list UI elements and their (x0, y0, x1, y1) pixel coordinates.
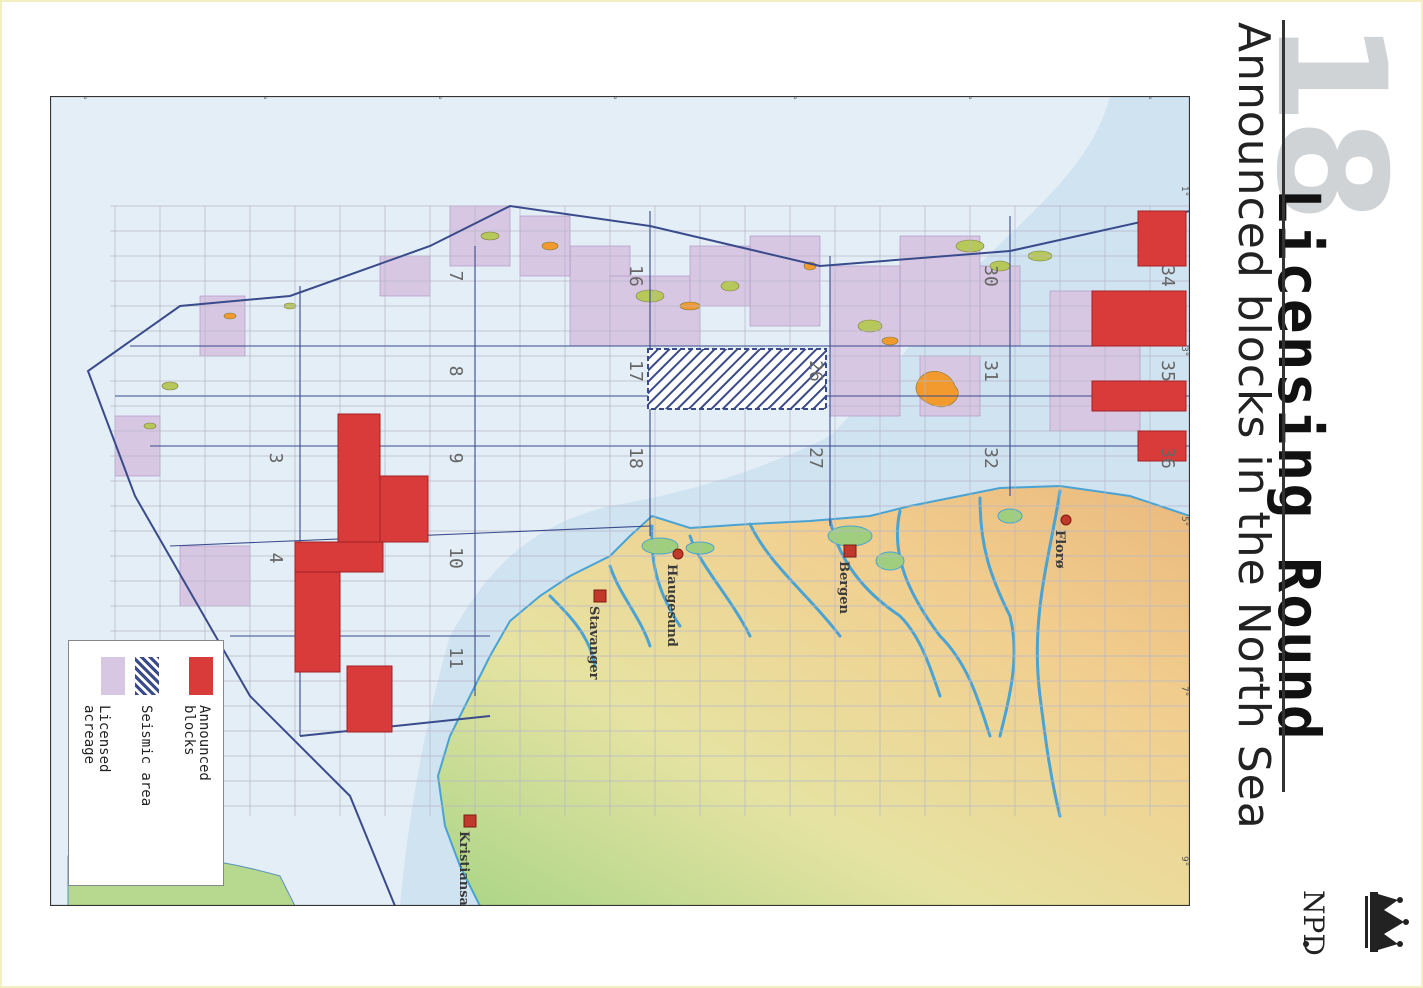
quadrant-label-4: 4 (265, 553, 286, 564)
quadrant-label-10: 10 (445, 547, 466, 569)
legend-swatch-licensed (101, 657, 125, 695)
map-legend: Announced blocks Seismic area Licensed a… (68, 640, 224, 886)
announced-blocks (294, 210, 1187, 733)
tick-label: 59° (607, 96, 617, 100)
legend-label-licensed: Licensed acreage (81, 705, 112, 773)
tick-label: 60° (787, 96, 797, 100)
bottom-lon-ticks: 56° 57° 58° 59° 60° 61° 62° (77, 96, 1152, 100)
tick-label: 7° (1179, 686, 1189, 696)
quadrant-label-16: 16 (625, 265, 646, 287)
tick-label: 3° (1179, 346, 1189, 356)
npd-crown-logo-icon (1303, 892, 1409, 952)
city-label-stavanger: Stavanger (586, 606, 601, 680)
quadrant-lines (115, 211, 1190, 736)
tick-label: 1° (1179, 186, 1189, 196)
title-rule (1282, 20, 1285, 792)
quadrant-label-9: 9 (445, 453, 466, 464)
city-marker-icon (463, 814, 477, 828)
city-marker-icon (593, 589, 607, 603)
city-label-bergen: Bergen (836, 561, 851, 614)
legend-swatch-announced (189, 657, 213, 695)
quadrant-label-34: 34 (1157, 265, 1178, 287)
quadrant-label-35: 35 (1157, 360, 1178, 382)
tick-label: 61° (962, 96, 972, 100)
quadrant-label-11: 11 (445, 647, 466, 669)
tick-label: 62° (1142, 96, 1152, 100)
quadrant-label-17: 17 (625, 360, 646, 382)
quadrant-label-31: 31 (980, 360, 1001, 382)
tick-label: 9° (1179, 856, 1189, 866)
quadrant-label-30: 30 (980, 265, 1001, 287)
quadrant-label-27: 27 (805, 447, 826, 469)
fjords (548, 489, 1062, 818)
quadrant-label-7: 7 (445, 271, 466, 282)
title-block: 18 Licensing Round Announced blocks in t… (1228, 20, 1417, 900)
city-marker-icon (1060, 514, 1072, 526)
page-subtitle: Announced blocks in the North Sea (1228, 22, 1279, 830)
sector-boundary (86, 204, 1190, 906)
city-marker-icon (843, 544, 857, 558)
quadrant-label-8: 8 (445, 366, 466, 377)
legend-swatch-seismic (135, 657, 159, 695)
quadrant-label-3: 3 (265, 453, 286, 464)
tick-label: 57° (257, 96, 267, 100)
logo-text: NPD (1297, 890, 1330, 956)
city-label-florø: Florø (1052, 530, 1067, 569)
quadrant-label-32: 32 (980, 447, 1001, 469)
city-label-kristiansand: Kristiansand (456, 831, 471, 906)
city-marker-icon (672, 548, 684, 560)
quadrant-label-18: 18 (625, 447, 646, 469)
legend-label-seismic: Seismic area (138, 705, 154, 807)
seismic-area (647, 348, 827, 410)
tick-label: 56° (77, 96, 87, 100)
legend-label-announced: Announced blocks (181, 705, 212, 781)
top-lon-ticks: 1° 3° 5° 7° 9° (1179, 186, 1189, 866)
quadrant-label-26: 26 (805, 360, 826, 382)
tick-label: 58° (432, 96, 442, 100)
city-label-haugesund: Haugesund (664, 564, 679, 647)
tick-label: 5° (1179, 516, 1189, 526)
quadrant-label-36: 36 (1157, 447, 1178, 469)
